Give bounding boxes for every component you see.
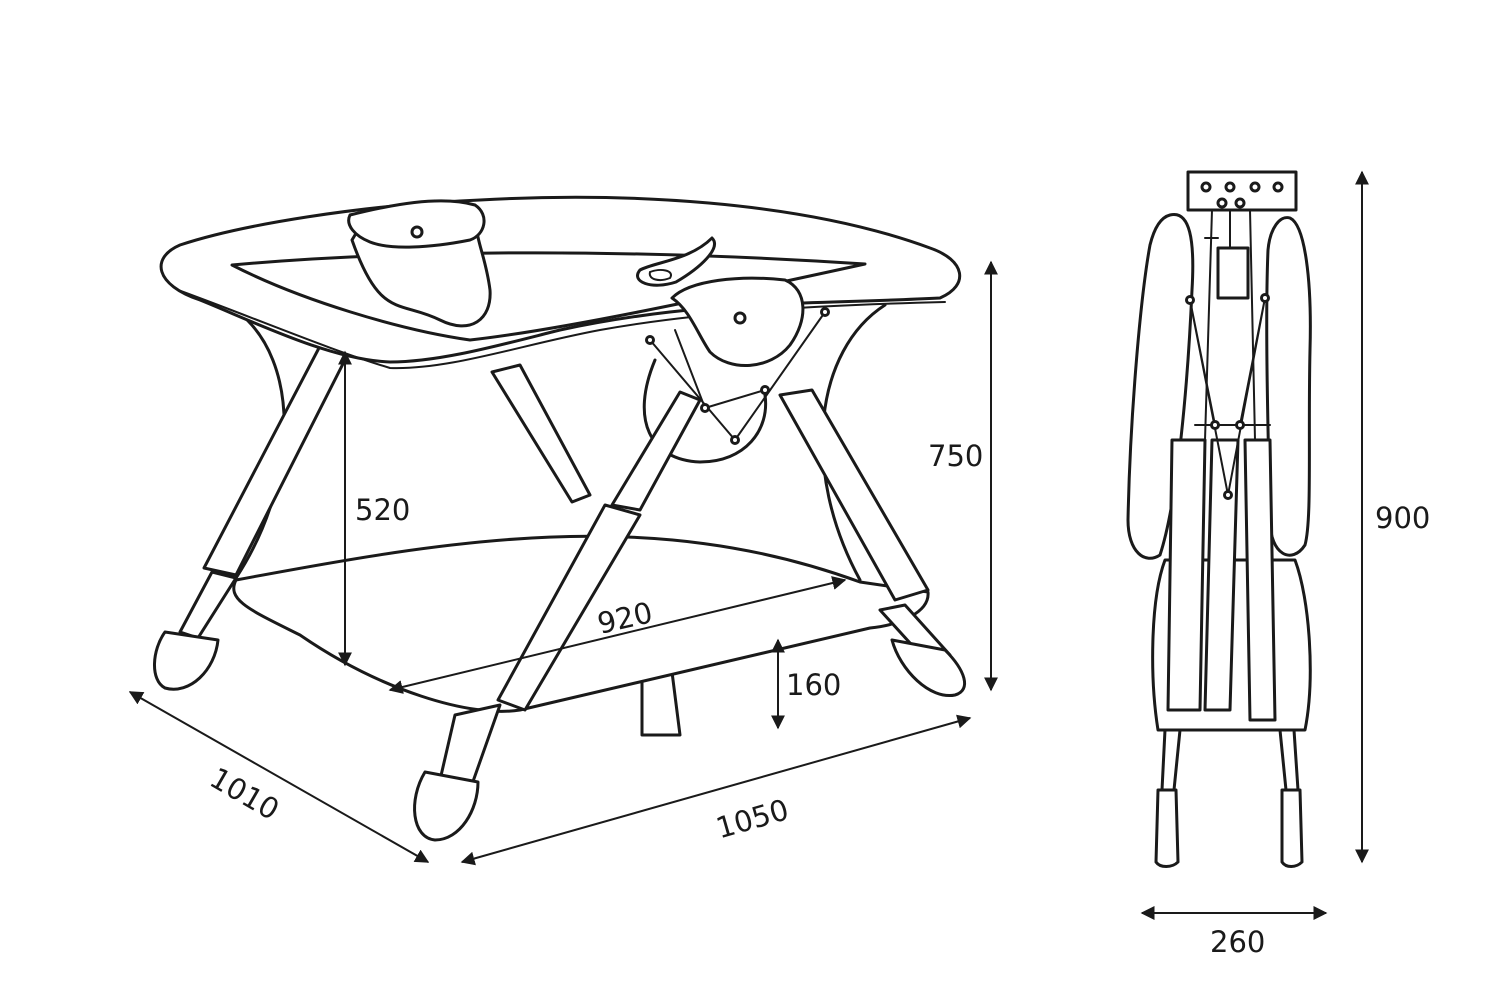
folded-center-left-leg	[1203, 438, 1240, 712]
folded-scissor	[1189, 297, 1271, 496]
height-label: 750	[928, 439, 983, 473]
hinge-pin	[1210, 420, 1220, 430]
front-right-leg	[778, 388, 930, 602]
depth-dimension-line	[128, 691, 430, 863]
hinge-pin	[700, 403, 710, 413]
back-left-leg	[490, 363, 592, 504]
clearance-label: 160	[786, 668, 841, 702]
width-label: 1050	[712, 792, 792, 845]
folded-dimensions: 900 260	[1140, 170, 1430, 959]
front-left-foot	[153, 630, 220, 691]
hinge-pin	[1185, 295, 1195, 305]
folded-strut-block	[1216, 246, 1250, 300]
folded-right-foot	[1280, 788, 1304, 868]
folded-width-label: 260	[1210, 925, 1265, 959]
front-left-leg-lower	[178, 570, 238, 640]
hub-dot	[1249, 181, 1261, 193]
carry-handle-hole	[648, 269, 672, 281]
hinge-pin	[730, 435, 740, 445]
top-rail-frame	[159, 195, 962, 364]
folded-playpen-drawing	[1126, 170, 1312, 868]
width-dimension-line	[460, 714, 972, 866]
front-center-foot	[413, 770, 480, 842]
hub-screw	[733, 311, 747, 325]
hinge-pin	[645, 335, 655, 345]
folded-right-rail	[1265, 216, 1312, 557]
x-scissor-left	[649, 329, 736, 441]
folded-left-leg	[1166, 438, 1207, 712]
front-right-foot	[890, 638, 966, 697]
hub-dot	[1224, 181, 1236, 193]
folded-right-lower-leg	[1278, 728, 1300, 792]
folded-strut-lines	[1204, 209, 1256, 441]
hinge-pin	[1235, 420, 1245, 430]
depth-label: 1010	[204, 761, 285, 827]
folded-left-lower-leg	[1160, 728, 1182, 792]
hinge-pin	[820, 307, 830, 317]
hub-dot	[1272, 181, 1284, 193]
top-rail-corner-cap	[347, 199, 486, 249]
hub-dot	[1200, 181, 1212, 193]
carry-handle	[636, 236, 716, 287]
x-scissor-right	[704, 311, 826, 441]
folded-right-leg	[1243, 438, 1277, 722]
center-fold-leg	[610, 390, 702, 512]
open-playpen-drawing	[153, 195, 966, 842]
hinge-pin	[760, 385, 770, 395]
folded-left-foot	[1154, 788, 1180, 868]
hub-dot	[1234, 197, 1246, 209]
back-center-panel	[642, 358, 768, 464]
folded-height-label: 900	[1375, 501, 1430, 535]
inner-width-dimension-line	[388, 576, 847, 694]
hinge-pin	[1260, 293, 1270, 303]
hinge-pin	[1223, 490, 1233, 500]
rail-height-label: 520	[355, 493, 410, 527]
hub-dot	[1216, 197, 1228, 209]
cap-screw	[410, 225, 424, 239]
